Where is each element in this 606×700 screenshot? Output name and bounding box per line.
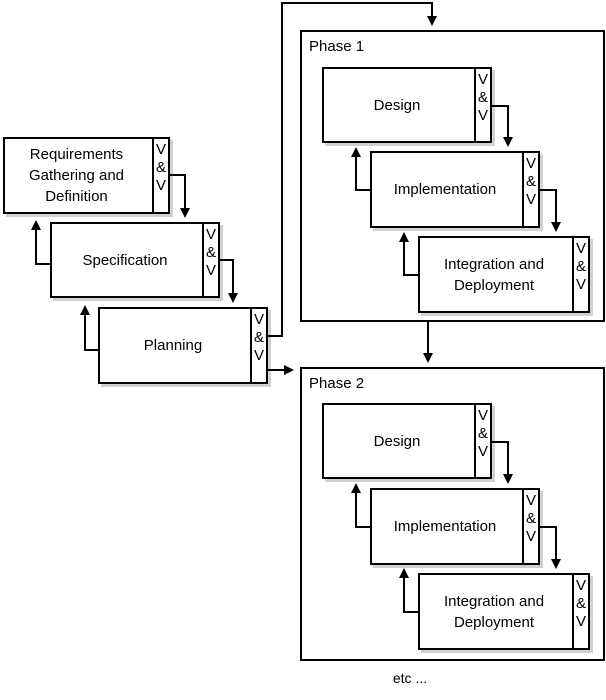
arrow-p1-impl-back (351, 147, 370, 191)
specification-box: Specification V&V (50, 222, 220, 298)
arrow-p2-design-to-impl (492, 441, 513, 484)
phase2-integration-vv: V&V (572, 575, 588, 648)
arrow-p2-impl-back (351, 483, 370, 528)
phase1-implementation-box: Implementation V&V (370, 151, 540, 228)
phase1-implementation-label: Implementation (393, 181, 497, 198)
phase1-integration-label: Integration and Deployment (443, 255, 545, 294)
arrow-plan-to-phase1 (268, 2, 437, 337)
phase-1-title: Phase 1 (309, 38, 365, 55)
phase1-integration-vv: V&V (572, 238, 588, 311)
arrow-req-to-spec (170, 174, 190, 218)
arrow-p2-impl-to-integ (540, 526, 561, 569)
phase1-implementation-vv: V&V (522, 153, 538, 226)
specification-label: Specification (82, 251, 168, 269)
arrow-plan-back (80, 305, 98, 351)
phase-2-title: Phase 2 (309, 375, 365, 392)
phase2-integration-label: Integration and Deployment (443, 592, 545, 631)
requirements-vv: V&V (152, 139, 168, 212)
arrow-spec-back (31, 220, 50, 265)
phase2-implementation-vv: V&V (522, 490, 538, 563)
phase1-design-box: Design V&V (322, 67, 492, 143)
planning-vv: V&V (250, 309, 266, 382)
requirements-box: Requirements Gathering and Definition V&… (3, 137, 170, 214)
phase2-implementation-label: Implementation (393, 518, 497, 535)
arrow-p1-impl-to-integ (540, 189, 561, 232)
phase-1-container (300, 30, 605, 322)
phase2-integration-box: Integration and Deployment V&V (418, 573, 590, 650)
phase1-design-vv: V&V (474, 69, 490, 141)
planning-box: Planning V&V (98, 307, 268, 384)
phase2-design-vv: V&V (474, 405, 490, 477)
arrow-p2-integ-back (399, 568, 418, 613)
specification-vv: V&V (202, 224, 218, 296)
arrow-p1-design-to-impl (492, 105, 513, 147)
arrow-p1-integ-back (399, 232, 418, 276)
planning-label: Planning (143, 337, 203, 354)
phase2-design-box: Design V&V (322, 403, 492, 479)
etc-label: etc ... (392, 670, 428, 686)
phase2-implementation-box: Implementation V&V (370, 488, 540, 565)
arrow-spec-to-plan (220, 259, 238, 303)
phase2-design-label: Design (373, 432, 421, 450)
requirements-label: Requirements Gathering and Definition (28, 146, 125, 205)
phase1-design-label: Design (373, 96, 421, 114)
phase1-integration-box: Integration and Deployment V&V (418, 236, 590, 313)
phase-2-container (300, 367, 605, 661)
